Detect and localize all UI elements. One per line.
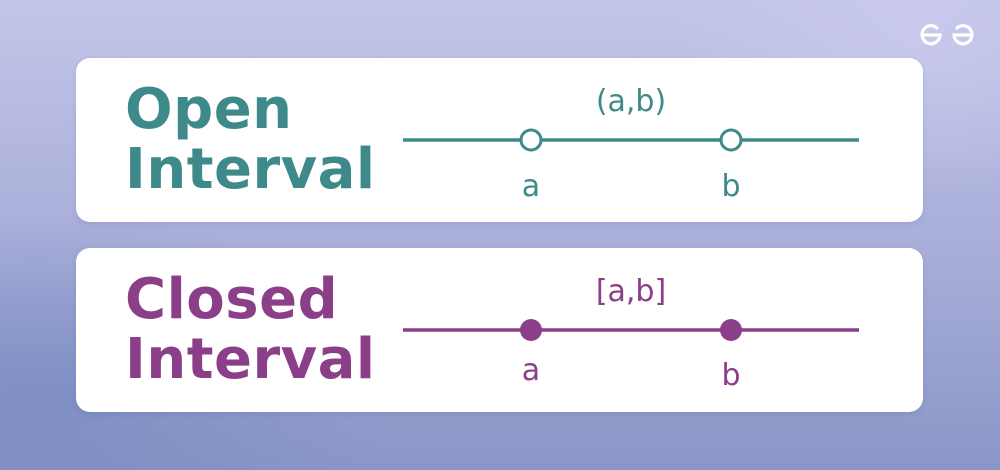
closed-interval-title-line1: Closed [125,267,339,332]
closed-interval-notation: [a,b] [596,274,666,309]
open-label-a: a [522,169,540,204]
open-interval-notation: (a,b) [596,84,666,119]
geeksforgeeks-logo-icon [920,24,974,46]
closed-label-a: a [522,353,540,388]
open-interval-card: Open Interval (a,b) a b [76,58,923,222]
closed-interval-title: Closed Interval [125,270,376,390]
closed-interval-title-line2: Interval [125,327,376,392]
open-endpoint-b [719,128,743,152]
closed-endpoint-a [520,319,542,341]
open-interval-title-line2: Interval [125,137,376,202]
open-endpoint-a [519,128,543,152]
open-label-b: b [721,169,740,204]
closed-label-b: b [721,358,740,393]
open-interval-title: Open Interval [125,80,376,200]
closed-interval-card: Closed Interval [a,b] a b [76,248,923,412]
open-interval-number-line: (a,b) a b [403,84,859,204]
closed-endpoint-b [720,319,742,341]
open-interval-title-line1: Open [125,77,293,142]
closed-interval-number-line: [a,b] a b [403,274,859,393]
